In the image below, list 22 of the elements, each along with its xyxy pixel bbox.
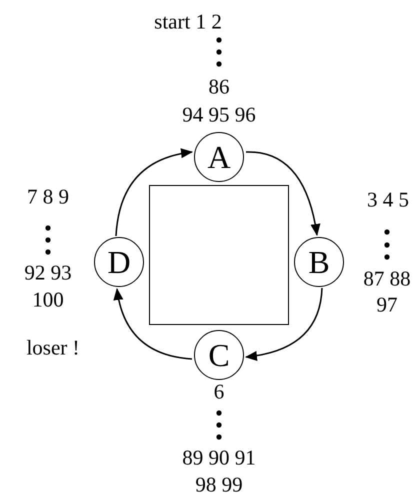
circle-node: C <box>194 330 244 380</box>
number-label: start 1 2 <box>154 12 222 32</box>
number-label: 3 4 5 <box>367 190 409 210</box>
circle-node: B <box>294 237 344 287</box>
number-label: 94 95 96 <box>182 104 256 126</box>
square <box>149 185 289 325</box>
curved-arrow <box>114 288 192 360</box>
number-label: loser ! <box>26 338 80 358</box>
curved-arrow <box>115 148 193 236</box>
number-label: 98 99 <box>195 474 243 496</box>
number-label: 100 <box>32 290 64 310</box>
number-label: 87 88 <box>363 268 411 290</box>
number-label: 89 90 91 <box>182 448 256 468</box>
number-label: 92 93 <box>24 262 72 284</box>
curved-arrow <box>245 288 323 361</box>
number-label: 6 <box>214 382 224 402</box>
number-label: 7 8 9 <box>27 186 69 208</box>
circle-node: D <box>94 237 144 287</box>
number-label: 97 <box>376 294 398 316</box>
circle-node: A <box>194 132 244 182</box>
number-label: 86 <box>208 76 230 98</box>
curved-arrow <box>246 151 320 236</box>
